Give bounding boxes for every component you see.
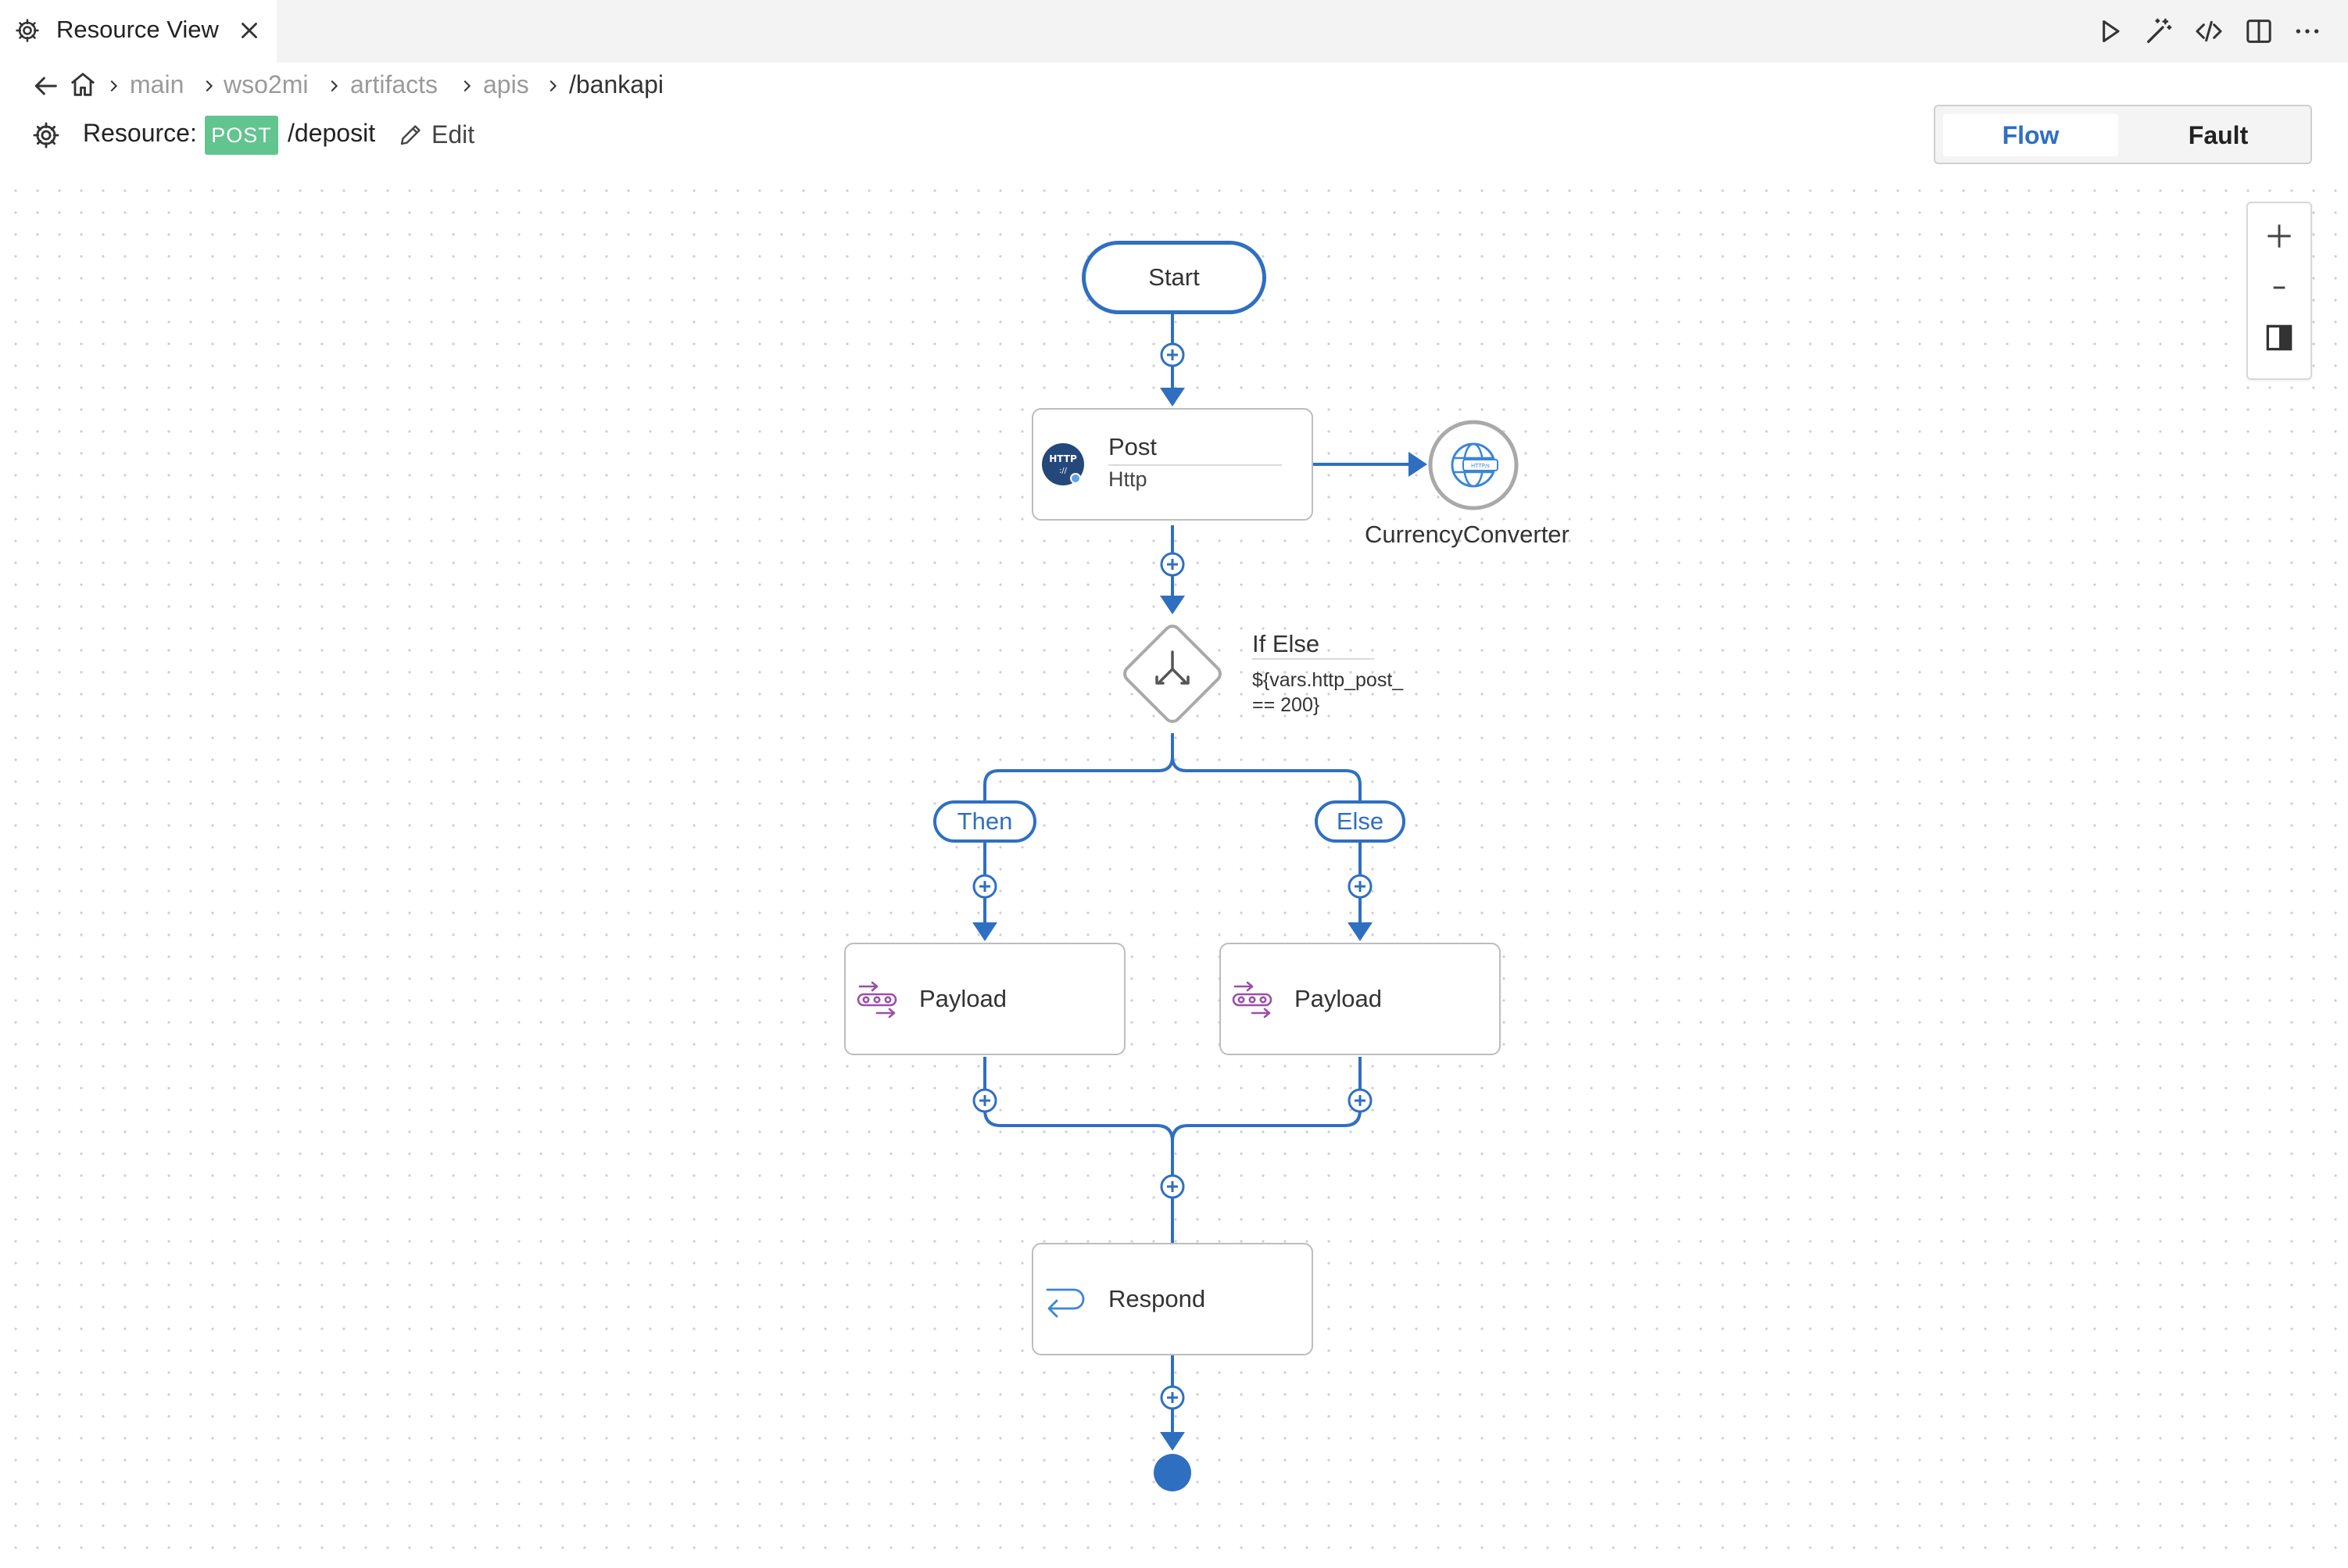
endpoint-label: CurrencyConverter [1365,521,1570,548]
respond-title: Respond [1108,1285,1206,1312]
view-toggle: Flow Fault [1934,105,2312,164]
add-step-icon[interactable] [1158,341,1187,369]
svg-text:HTTP/s: HTTP/s [1471,463,1490,469]
tab-title: Resource View [56,16,219,43]
http-icon-text: HTTP [1049,453,1077,464]
chevron-right-icon [549,80,557,92]
end-node-icon [1154,1454,1191,1491]
add-step-icon[interactable] [1346,872,1374,900]
close-icon[interactable] [236,17,263,44]
zoom-out-icon[interactable] [2262,270,2296,305]
payload-node-else[interactable]: Payload [1219,943,1501,1055]
add-step-icon[interactable] [1158,550,1187,578]
edit-label: Edit [431,120,475,149]
run-icon[interactable] [2095,16,2126,47]
if-else-node[interactable] [1110,611,1235,736]
edit-button[interactable]: Edit [397,117,474,152]
add-step-icon[interactable] [1346,1087,1374,1115]
if-else-condition-text: ${vars.http_post_ == 200} [1252,669,1404,716]
more-icon[interactable] [2292,16,2323,47]
zoom-in-icon[interactable] [2262,219,2296,253]
add-step-icon[interactable] [971,872,999,900]
breadcrumb-item-wso2mi[interactable]: wso2mi [224,70,309,98]
back-arrow-icon[interactable] [30,70,61,102]
method-badge: POST [205,116,278,155]
home-icon[interactable] [67,69,98,100]
fit-view-icon[interactable] [2262,320,2296,355]
add-step-icon[interactable] [1158,1384,1187,1412]
add-step-icon[interactable] [971,1087,999,1115]
chevron-right-icon [331,80,338,92]
http-node-divider [1108,464,1282,466]
code-icon[interactable] [2193,16,2225,47]
if-else-divider [1252,658,1374,660]
chevron-right-icon [464,80,471,92]
endpoint-globe-icon[interactable]: HTTP/s [1427,419,1519,511]
chevron-right-icon [110,80,118,92]
tab-bar: Resource View [0,0,2348,63]
gear-icon [16,19,39,42]
zoom-controls [2246,202,2312,380]
gear-icon [33,122,59,149]
http-post-node[interactable]: HTTP :// Post Http [1032,408,1313,521]
payload-node-then[interactable]: Payload [844,943,1126,1055]
tab-resource-view[interactable]: Resource View [0,0,277,63]
resource-label: Resource: [83,119,197,147]
branch-else[interactable]: Else [1315,800,1405,843]
http-node-title: Post [1108,433,1158,460]
breadcrumb-current: /bankapi [569,70,664,98]
start-node[interactable]: Start [1082,241,1266,314]
http-icon: HTTP :// [1042,443,1084,485]
tab-fault[interactable]: Fault [2188,121,2249,149]
if-else-title: If Else [1252,630,1320,657]
http-node-subtitle: Http [1108,467,1147,491]
chevron-right-icon [206,80,213,92]
if-else-condition: ${vars.http_post_ == 200} [1252,668,1432,718]
payload-then-title: Payload [919,985,1008,1012]
magic-wand-icon[interactable] [2143,16,2174,47]
branch-then[interactable]: Then [933,800,1036,843]
payload-else-title: Payload [1294,985,1383,1012]
breadcrumb-item-main[interactable]: main [130,70,184,98]
pencil-icon [400,125,421,145]
resource-path: /deposit [288,119,376,147]
payload-icon [857,981,897,1018]
tab-flow[interactable]: Flow [1943,114,2118,156]
payload-icon [1232,981,1272,1018]
split-editor-icon[interactable] [2243,16,2275,47]
add-step-icon[interactable] [1158,1172,1187,1201]
breadcrumb-item-apis[interactable]: apis [483,70,529,98]
respond-node[interactable]: Respond [1032,1243,1313,1355]
respond-icon [1046,1288,1085,1318]
svg-text:://: :// [1059,467,1068,475]
breadcrumb-item-artifacts[interactable]: artifacts [350,70,438,98]
